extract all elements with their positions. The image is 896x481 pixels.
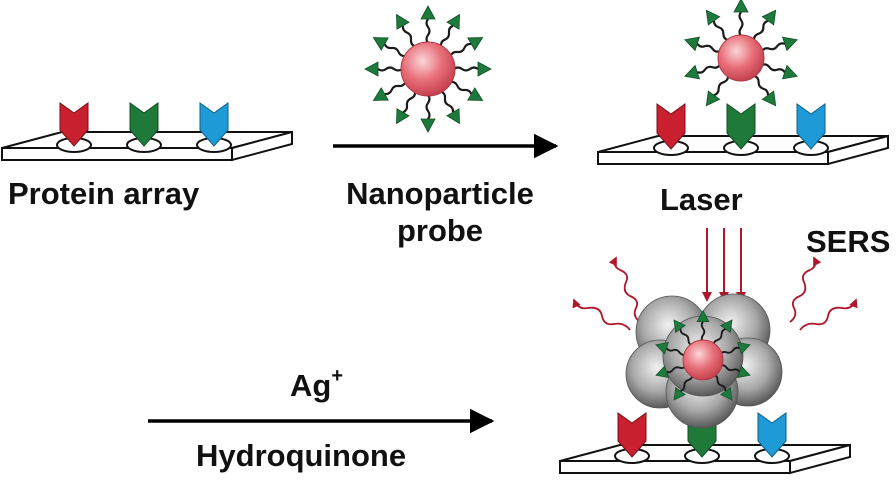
nanoparticle-label: Nanoparticle xyxy=(346,176,534,211)
antibody-blue-1 xyxy=(199,102,229,147)
antibody-red-2 xyxy=(656,103,686,150)
protein-array-label: Protein array xyxy=(8,176,200,211)
antibody-blue-2 xyxy=(796,103,826,150)
antibody-green-2 xyxy=(726,103,756,150)
sers-label: SERS xyxy=(806,224,891,259)
sers-scatter-left xyxy=(572,256,641,331)
hydroquinone-label: Hydroquinone xyxy=(196,438,407,473)
bound-nanoparticle-probe xyxy=(681,0,801,111)
laser-label: Laser xyxy=(660,182,743,217)
antibody-green-1 xyxy=(129,102,159,147)
antibody-blue-3 xyxy=(757,412,787,458)
ag-label: Ag+ xyxy=(290,366,343,403)
nanoparticle-probe xyxy=(363,4,493,134)
ag-text: Ag xyxy=(290,368,332,403)
sers-scatter-right xyxy=(789,256,858,331)
probe-label: probe xyxy=(396,213,484,248)
antibody-red-3 xyxy=(617,412,647,458)
enhanced-nanoparticle-probe xyxy=(653,309,753,405)
ag-charge: + xyxy=(331,365,344,387)
antibody-red-1 xyxy=(59,102,89,147)
laser-beams xyxy=(702,228,746,302)
